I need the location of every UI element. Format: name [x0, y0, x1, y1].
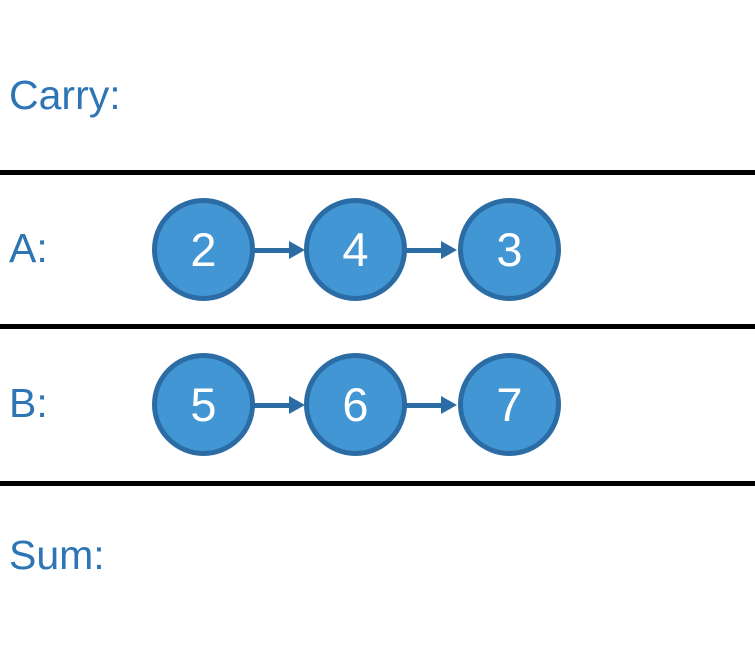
- arrow-shaft: [254, 402, 291, 408]
- node-value: 7: [496, 378, 523, 431]
- list-node: 4: [304, 198, 407, 301]
- next-pointer-arrow-icon: [254, 396, 305, 414]
- row-divider: [0, 481, 755, 486]
- node-value: 6: [342, 378, 369, 431]
- arrow-shaft: [406, 402, 443, 408]
- next-pointer-arrow-icon: [406, 241, 457, 259]
- arrow-head: [289, 241, 305, 259]
- row-divider: [0, 170, 755, 175]
- list-b-row-label: B:: [9, 380, 48, 426]
- row-divider: [0, 324, 755, 329]
- next-pointer-arrow-icon: [254, 241, 305, 259]
- node-value: 2: [190, 223, 217, 276]
- node-value: 5: [190, 378, 217, 431]
- node-value: 4: [342, 223, 369, 276]
- arrow-shaft: [406, 247, 443, 253]
- arrow-shaft: [254, 247, 291, 253]
- list-node: 6: [304, 353, 407, 456]
- sum-row-label: Sum:: [9, 532, 105, 578]
- arrow-head: [289, 396, 305, 414]
- arrow-head: [441, 241, 457, 259]
- next-pointer-arrow-icon: [406, 396, 457, 414]
- node-value: 3: [496, 223, 523, 276]
- arrow-head: [441, 396, 457, 414]
- list-node: 3: [458, 198, 561, 301]
- list-a-row-label: A:: [9, 225, 48, 271]
- list-node: 2: [152, 198, 255, 301]
- list-node: 5: [152, 353, 255, 456]
- carry-row-label: Carry:: [9, 72, 121, 118]
- list-node: 7: [458, 353, 561, 456]
